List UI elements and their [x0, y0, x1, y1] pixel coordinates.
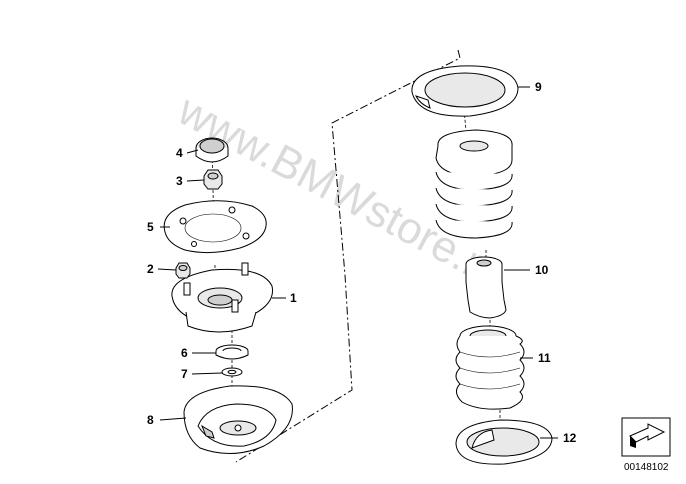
callout-8[interactable]: 8	[147, 413, 154, 427]
part-4-cap[interactable]	[195, 137, 229, 163]
callout-5[interactable]: 5	[147, 220, 154, 234]
part-9-upper-spring-pad[interactable]	[411, 65, 519, 117]
diagram-id-box: 00148102	[621, 417, 671, 473]
callout-6[interactable]: 6	[181, 346, 188, 360]
part-6-ring[interactable]	[215, 344, 249, 360]
part-1-strut-mount[interactable]	[171, 262, 274, 333]
diagram-id: 00148102	[624, 462, 669, 473]
callout-3[interactable]: 3	[176, 174, 183, 188]
callout-11[interactable]: 11	[538, 351, 551, 365]
assembly-frame-line	[235, 49, 461, 463]
callout-2[interactable]: 2	[147, 262, 154, 276]
direction-arrow-icon	[629, 423, 666, 448]
part-11-boot[interactable]	[455, 325, 525, 410]
part-7-washer[interactable]	[221, 367, 243, 377]
callout-12[interactable]: 12	[563, 431, 577, 445]
coil-spring	[435, 129, 513, 239]
part-10-bump-stop[interactable]	[465, 256, 507, 319]
callout-9[interactable]: 9	[535, 80, 542, 94]
part-2-nut[interactable]	[175, 262, 191, 279]
part-3-nut[interactable]	[203, 169, 223, 190]
part-12-lower-spring-pad[interactable]	[455, 419, 553, 465]
part-8-lower-seat[interactable]	[183, 385, 293, 455]
callout-1[interactable]: 1	[290, 291, 297, 305]
callout-7[interactable]: 7	[181, 367, 188, 381]
callout-4[interactable]: 4	[176, 146, 183, 160]
callout-10[interactable]: 10	[535, 263, 549, 277]
part-5-gasket[interactable]	[163, 200, 267, 254]
